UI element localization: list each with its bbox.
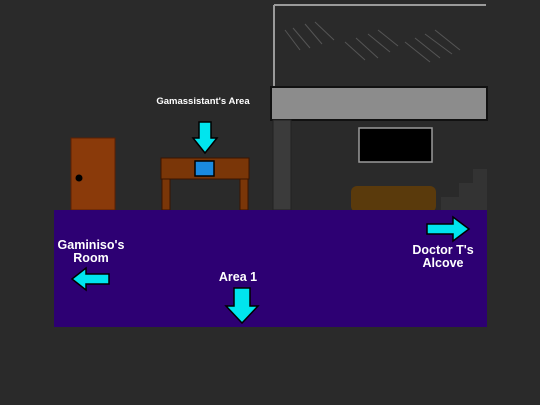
support-pillar <box>272 119 292 211</box>
desk-monitor <box>194 160 215 177</box>
area-1-label: Area 1 <box>218 270 258 284</box>
doctor-t-alcove-arrow[interactable] <box>425 215 471 243</box>
doctor-t-alcove-label: Doctor T's Alcove <box>412 243 474 271</box>
door-knob <box>75 174 83 182</box>
glass-window <box>273 4 486 88</box>
upper-floor-slab <box>270 86 488 121</box>
gaminiso-room-arrow[interactable] <box>70 266 112 292</box>
floor <box>54 210 487 327</box>
gaminiso-room-label: Gaminiso's Room <box>57 238 125 266</box>
stairs <box>441 169 487 210</box>
gamassistant-area-label: Gamassistant's Area <box>156 96 250 107</box>
down-arrow-icon <box>191 121 219 155</box>
wall-tv <box>358 127 433 163</box>
right-arrow-icon <box>426 215 471 243</box>
door <box>70 137 116 211</box>
couch <box>351 186 436 212</box>
area-1-arrow[interactable] <box>224 286 260 326</box>
down-arrow-icon <box>224 287 260 325</box>
gamassistant-area-arrow[interactable] <box>191 120 219 156</box>
left-arrow-icon <box>70 266 110 292</box>
